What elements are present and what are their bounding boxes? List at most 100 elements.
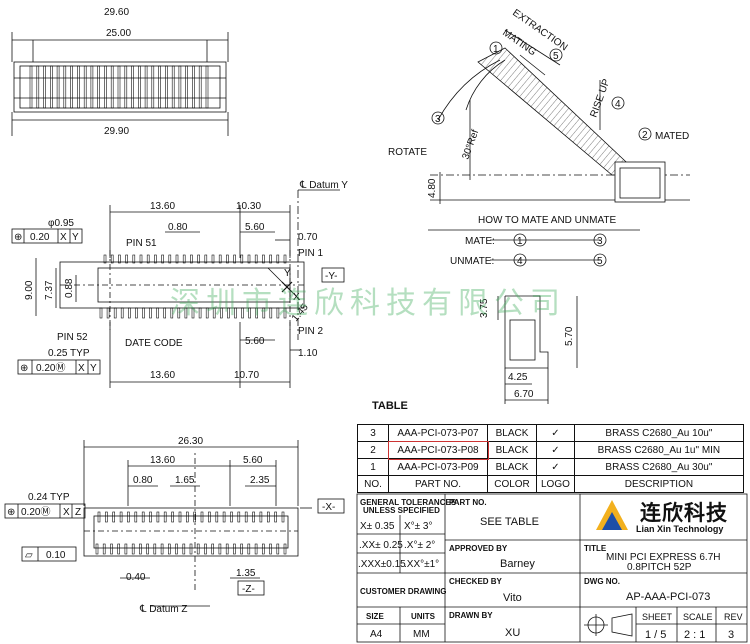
pin <box>168 254 172 264</box>
pin <box>165 65 168 109</box>
pin <box>131 65 134 109</box>
pin <box>56 65 60 109</box>
mated-label: MATED <box>655 131 689 142</box>
pin <box>105 511 108 523</box>
x-axis-label: X <box>293 292 300 303</box>
tol-xx-ang: .X°± 2° <box>404 540 435 551</box>
pin <box>124 65 128 109</box>
pin <box>142 307 145 319</box>
customer-drawing: CUSTOMER DRAWING <box>360 587 447 596</box>
angle-label: 30°Ref <box>460 128 481 161</box>
pin <box>276 254 280 264</box>
pin <box>77 65 80 109</box>
bdim-1360: 13.60 <box>150 455 175 466</box>
pin <box>248 307 251 319</box>
tol-x: X± 0.35 <box>360 521 395 532</box>
revision-cell-no: 2 <box>357 441 389 459</box>
pin <box>106 307 110 319</box>
pin <box>178 65 182 109</box>
pin <box>192 65 195 109</box>
pin <box>151 65 155 109</box>
how-to-label: HOW TO MATE AND UNMATE <box>478 215 616 226</box>
units-header: UNITS <box>411 612 436 621</box>
dim-560b: 5.60 <box>245 336 265 347</box>
pin <box>218 254 222 264</box>
pin <box>154 254 157 264</box>
header-desc: DESCRIPTION <box>573 475 744 493</box>
tolerance-frames <box>4 228 345 596</box>
bdim-165: 1.65 <box>175 475 195 486</box>
pin52-label: PIN 52 <box>57 332 88 343</box>
title-line2: 0.8PITCH 52P <box>627 562 692 573</box>
pin <box>215 511 219 523</box>
pin <box>240 254 244 264</box>
pin <box>120 307 124 319</box>
dim-1070: 10.70 <box>234 370 259 381</box>
pin <box>234 307 237 319</box>
step2-num: 2 <box>642 130 648 141</box>
pin <box>196 543 200 555</box>
bottom-pins-top <box>97 511 285 523</box>
pin <box>90 65 94 109</box>
pin <box>255 307 258 319</box>
tol-xx: .XX± 0.25 <box>359 540 403 551</box>
top-dim-overall: 29.60 <box>104 7 129 18</box>
pin <box>131 543 135 555</box>
pin <box>168 543 171 555</box>
pin <box>139 543 142 555</box>
pin <box>182 254 186 264</box>
revision-cell-desc: BRASS C2680_Au 10u" <box>573 424 744 442</box>
dim-110: 1.10 <box>298 348 318 359</box>
revision-cell-no: 3 <box>357 424 389 442</box>
front-pins-bottom <box>99 307 287 319</box>
header-color: COLOR <box>487 475 537 493</box>
y-axis-label: Y <box>284 268 291 279</box>
bdim-235: 2.35 <box>250 475 270 486</box>
pin <box>43 65 46 109</box>
pin <box>49 65 53 109</box>
pin <box>211 254 215 264</box>
dim-425: 4.25 <box>508 372 528 383</box>
step1-num: 1 <box>493 44 499 55</box>
date-code-label: DATE CODE <box>125 338 183 349</box>
pin <box>189 543 193 555</box>
pin <box>149 307 152 319</box>
revision-cell-logo: ✓ <box>536 441 575 459</box>
tol-xxx: .XXX±0.15 <box>358 559 406 570</box>
part-no-value: SEE TABLE <box>480 516 539 528</box>
datum-y-label: ℄ Datum Y <box>299 180 348 191</box>
pin <box>36 65 40 109</box>
pin <box>247 543 251 555</box>
pin <box>205 65 209 109</box>
revision-cell-logo: ✓ <box>536 424 575 442</box>
mating-view <box>428 29 690 267</box>
bdim-2630: 26.30 <box>178 436 203 447</box>
pin <box>178 511 182 523</box>
table-title: TABLE <box>372 400 408 412</box>
tol1-a: X <box>60 232 67 243</box>
gen-tol-label: GENERAL TOLERANCES <box>360 498 457 507</box>
top-view <box>11 32 229 136</box>
pin <box>225 543 229 555</box>
pin <box>281 511 285 523</box>
scale-value: 2 : 1 <box>684 629 705 641</box>
rev-header: REV <box>724 612 743 622</box>
pin <box>163 307 166 319</box>
revision-cell-color: BLACK <box>487 424 537 442</box>
pin <box>117 65 121 109</box>
dim-080: 0.80 <box>168 222 188 233</box>
pin51-label: PIN 51 <box>126 238 157 249</box>
unless-label: UNLESS SPECIFIED <box>363 506 440 515</box>
pin <box>182 543 186 555</box>
dwg-header: DWG NO. <box>584 577 620 586</box>
tol1-symbol: ⊕ <box>14 232 22 243</box>
pin <box>269 307 273 319</box>
pin <box>134 511 138 523</box>
pin <box>259 511 263 523</box>
title-line1: MINI PCI EXPRESS 6.7H <box>606 552 720 563</box>
pin <box>102 543 106 555</box>
datum-z-label: ℄ Datum Z <box>139 604 188 615</box>
